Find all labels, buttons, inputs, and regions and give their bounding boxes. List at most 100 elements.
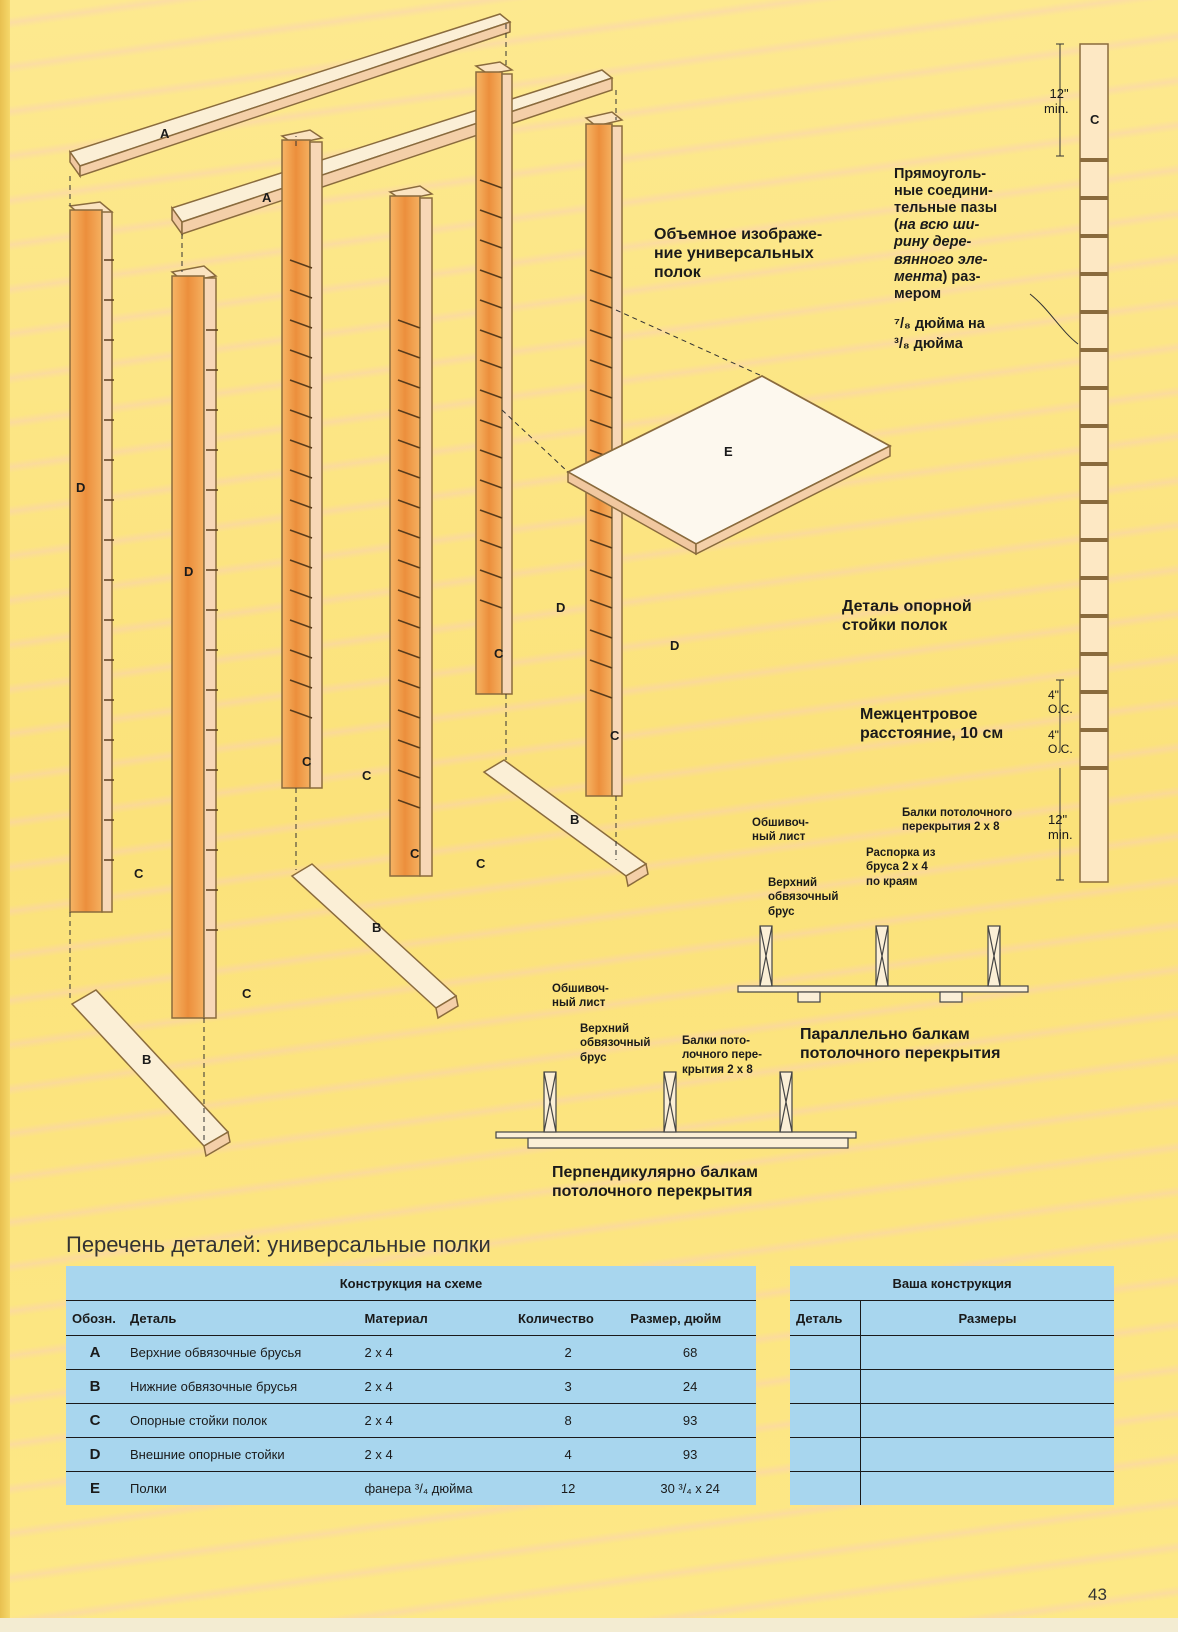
perpendicular-section: [495, 1071, 857, 1149]
shelf-e: [566, 374, 892, 556]
groove-note-italic: на всю ши- рину дере- вянного эле- мента: [894, 217, 988, 285]
row-quantity: 2: [512, 1335, 625, 1370]
dimension-12-min-top: 12" min.: [1044, 86, 1069, 117]
part-label-d-1: D: [76, 480, 86, 495]
groove-note-mid: ) раз- мером: [894, 268, 981, 302]
part-label-c-detail: C: [1090, 112, 1100, 127]
header-quantity: Количество: [518, 1310, 594, 1326]
sheathing-label-parallel: Обшивоч- ный лист: [752, 817, 809, 844]
table-row[interactable]: [790, 1471, 1114, 1505]
page-number: 43: [1088, 1585, 1107, 1604]
groove-note-start: Прямоуголь- ные соедини- тельные пазы (: [894, 166, 998, 234]
row-code: D: [66, 1437, 124, 1472]
table-row: A Верхние обвязочные брусья 2 x 4 2 68: [66, 1335, 756, 1370]
row-quantity: 8: [512, 1403, 625, 1438]
joists-label-perpendicular: Балки пото- лочного пере- крытия 2 x 8: [682, 1035, 762, 1076]
row-size: 30 ³/₄ x 24: [624, 1471, 756, 1505]
row-part: Верхние обвязочные брусья: [124, 1335, 359, 1370]
your-part-cell[interactable]: [790, 1335, 861, 1370]
dimension-4-oc-2: 4" O.C.: [1048, 728, 1073, 757]
row-part: Полки: [124, 1471, 359, 1505]
row-code: E: [66, 1471, 124, 1505]
perpendicular-caption: Перпендикулярно балкам потолочного перек…: [552, 1164, 758, 1200]
your-header-dimensions: Размеры: [958, 1310, 1017, 1326]
center-spacing-caption: Межцентровое расстояние, 10 см: [860, 706, 1004, 742]
table-row[interactable]: [790, 1437, 1114, 1472]
row-code: C: [66, 1403, 124, 1438]
top-plate-a-1: [68, 13, 512, 179]
row-code: B: [66, 1369, 124, 1404]
your-design-table: Ваша конструкция Деталь Размеры: [790, 1266, 1114, 1505]
dimension-4-oc-1: 4" O.C.: [1048, 688, 1073, 717]
your-dimensions-cell[interactable]: [860, 1369, 1114, 1404]
header-material: Материал: [364, 1310, 428, 1326]
outer-post-d-left: [68, 201, 114, 913]
your-table-caption: Ваша конструкция: [790, 1266, 1114, 1301]
part-label-d-4: D: [670, 638, 680, 653]
dado-grooves: [104, 179, 613, 931]
part-label-c-2: C: [242, 986, 252, 1001]
row-part: Опорные стойки полок: [124, 1403, 359, 1438]
part-label-c-4: C: [362, 768, 372, 783]
joists-label-parallel: Балки потолочного перекрытия 2 x 8: [902, 807, 1013, 834]
shelf-assembly-diagram: [68, 13, 1109, 1158]
row-quantity: 3: [512, 1369, 625, 1404]
groove-dimension-2: ³/₈ дюйма: [894, 336, 963, 352]
page-binding-edge: [0, 0, 10, 1632]
part-label-c-3: C: [302, 754, 312, 769]
part-label-c-8: C: [610, 728, 620, 743]
your-header-part: Деталь: [790, 1300, 861, 1336]
row-material: фанера ³/₄ дюйма: [358, 1471, 512, 1505]
support-post-c-1: [170, 265, 218, 1019]
row-size: 68: [624, 1335, 756, 1370]
your-part-cell[interactable]: [790, 1369, 861, 1404]
your-dimensions-cell[interactable]: [860, 1335, 1114, 1370]
your-dimensions-cell[interactable]: [860, 1437, 1114, 1472]
design-table-caption: Конструкция на схеме: [66, 1266, 756, 1301]
row-size: 93: [624, 1403, 756, 1438]
part-label-b-3: B: [570, 812, 580, 827]
isometric-view-caption: Объемное изображе- ние универсальных пол…: [654, 226, 823, 281]
support-post-c-3: [388, 185, 434, 877]
design-parts-table: Конструкция на схеме Обозн. Деталь Матер…: [66, 1266, 756, 1505]
parallel-caption: Параллельно балкам потолочного перекрыти…: [800, 1026, 1001, 1062]
table-row: E Полки фанера ³/₄ дюйма 12 30 ³/₄ x 24: [66, 1471, 756, 1505]
row-material: 2 x 4: [358, 1403, 512, 1438]
table-row[interactable]: [790, 1403, 1114, 1438]
table-row: B Нижние обвязочные брусья 2 x 4 3 24: [66, 1369, 756, 1404]
top-plate-label-parallel: Верхний обвязочный брус: [768, 877, 839, 918]
sheathing-label-perpendicular: Обшивоч- ный лист: [552, 983, 609, 1010]
part-label-c-7: C: [494, 646, 504, 661]
your-dimensions-cell[interactable]: [860, 1403, 1114, 1438]
row-part: Внешние опорные стойки: [124, 1437, 359, 1472]
your-part-cell[interactable]: [790, 1403, 861, 1438]
row-material: 2 x 4: [358, 1369, 512, 1404]
part-label-a-1: A: [160, 126, 170, 141]
part-label-c-1: C: [134, 866, 144, 881]
groove-dimension-1: ⁷/₈ дюйма на: [894, 316, 985, 332]
parts-list-title: Перечень деталей: универсальные полки: [66, 1232, 491, 1257]
row-quantity: 4: [512, 1437, 625, 1472]
bottom-plate-b-1: [70, 989, 231, 1158]
your-part-cell[interactable]: [790, 1437, 861, 1472]
table-row[interactable]: [790, 1335, 1114, 1370]
support-post-c-2: [280, 129, 324, 789]
your-dimensions-cell[interactable]: [860, 1471, 1114, 1505]
page-bottom-edge: [0, 1618, 1178, 1632]
part-label-b-2: B: [372, 920, 382, 935]
row-quantity: 12: [512, 1471, 625, 1505]
your-part-cell[interactable]: [790, 1471, 861, 1505]
part-label-d-2: D: [184, 564, 194, 579]
part-label-c-5: C: [410, 846, 420, 861]
dimension-12-min-bottom: 12" min.: [1048, 812, 1073, 843]
table-row: D Внешние опорные стойки 2 x 4 4 93: [66, 1437, 756, 1472]
row-material: 2 x 4: [358, 1335, 512, 1370]
support-post-c-4: [474, 61, 514, 695]
table-row[interactable]: [790, 1369, 1114, 1404]
blocking-label: Распорка из бруса 2 x 4 по краям: [866, 847, 936, 888]
part-label-b-1: B: [142, 1052, 152, 1067]
row-size: 24: [624, 1369, 756, 1404]
top-plate-label-perpendicular: Верхний обвязочный брус: [580, 1023, 651, 1064]
row-material: 2 x 4: [358, 1437, 512, 1472]
part-label-e: E: [724, 444, 733, 459]
